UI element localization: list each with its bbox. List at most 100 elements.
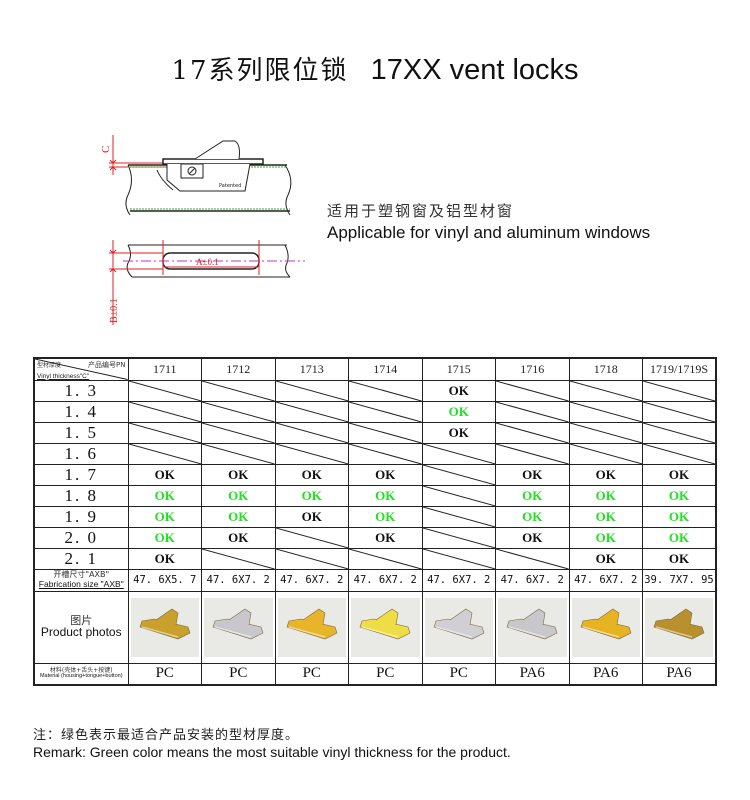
not-applicable-slash [128,444,201,463]
patented-mark: Patented [219,183,241,189]
not-applicable-slash [569,444,642,463]
photos-label-cn: 图片 [70,613,93,627]
not-applicable-slash [422,486,495,505]
fabrication-size-row: 开槽尺寸"AXB"Fabrication size "AXB"47. 6X5. … [33,568,717,592]
cell-1719/1719S: OK [642,484,717,507]
header-row: 型材厚度 产品编号PN Vinyl thickness"C" 1711 1712… [33,357,717,381]
thickness-row: 1. 6 [33,442,717,465]
cell-1719/1719S [642,379,717,402]
cell-1712 [201,547,276,570]
fabrication-size-value: 47. 6X7. 2 [568,568,643,592]
cell-1714 [348,547,423,570]
not-applicable-slash [496,444,569,463]
ok-recommended-badge: OK [522,508,543,524]
not-applicable-slash [275,444,348,463]
cell-1713 [274,400,349,423]
applicability-en: Applicable for vinyl and aluminum window… [327,223,651,242]
cell-1714 [348,442,423,465]
cell-1711: OK [127,547,202,570]
not-applicable-slash [202,444,275,463]
1714-photo [348,590,423,664]
col-header-1718: 1718 [568,357,643,381]
ok-badge: OK [668,466,690,482]
thickness-value: 2. 1 [33,547,129,570]
1712-photo [201,590,276,664]
not-applicable-slash [569,423,642,442]
remark-cn: 注：绿色表示最适合产品安装的型材厚度。 [33,728,300,743]
thickness-value: 1. 5 [33,421,129,444]
col-header-1711: 1711 [127,357,202,381]
cell-1712: OK [201,505,276,528]
cell-1718 [568,400,643,423]
ok-recommended-badge: OK [154,508,175,524]
cell-1718: OK [568,526,643,549]
cell-1719/1719S: OK [642,547,717,570]
cell-1712 [201,379,276,402]
ok-recommended-badge: OK [595,508,616,524]
cell-1712 [201,442,276,465]
vinyl-thickness-en: Vinyl thickness"C" [37,372,90,380]
cell-1716 [495,400,570,423]
cell-1719/1719S [642,400,717,423]
not-applicable-slash [496,549,569,568]
cell-1713: OK [274,484,349,507]
cell-1714 [348,421,423,444]
remark-en: Remark: Green color means the most suita… [33,744,511,760]
cell-1711 [127,442,202,465]
not-applicable-slash [202,402,275,421]
fabrication-size-value: 39. 7X7. 95 [642,568,717,592]
cell-1718: OK [568,484,643,507]
product-photo-image [498,597,567,657]
not-applicable-slash [275,528,348,547]
cell-1711 [127,379,202,402]
cell-1715: OK [421,400,496,423]
cell-1711 [127,421,202,444]
material-value: PA6 [642,662,717,686]
installation-drawing: C Patented A±0.1 B±0.1 [95,135,315,330]
cell-1719/1719S: OK [642,526,717,549]
fabrication-size-label: 开槽尺寸"AXB"Fabrication size "AXB" [33,568,129,592]
fabrication-size-value: 47. 6X7. 2 [274,568,349,592]
material-value: PA6 [568,662,643,686]
material-value: PA6 [495,662,570,686]
page-title: 17系列限位锁 17XX vent locks [0,50,750,87]
not-applicable-slash [496,402,569,421]
cell-1715 [421,442,496,465]
not-applicable-slash [643,444,715,463]
thickness-value: 1. 6 [33,442,129,465]
ok-recommended-badge: OK [301,487,322,503]
fabrication-size-value: 47. 6X7. 2 [495,568,570,592]
cell-1716: OK [495,526,570,549]
fabrication-size-value: 47. 6X5. 7 [127,568,202,592]
cell-1713 [274,442,349,465]
not-applicable-slash [202,423,275,442]
cell-1712 [201,421,276,444]
ok-badge: OK [301,508,322,524]
fabrication-size-value: 47. 6X7. 2 [421,568,496,592]
not-applicable-slash [275,381,348,400]
cell-1713 [274,379,349,402]
thickness-value: 1. 9 [33,505,129,528]
ok-badge: OK [522,529,543,545]
not-applicable-slash [496,381,569,400]
not-applicable-slash [128,423,201,442]
not-applicable-slash [643,423,715,442]
product-photo-image [204,597,273,657]
cell-1711: OK [127,526,202,549]
cell-1713 [274,421,349,444]
cell-1712: OK [201,484,276,507]
cell-1718 [568,379,643,402]
fabrication-size-value: 47. 6X7. 2 [201,568,276,592]
vinyl-thickness-cn: 型材厚度 [37,362,62,369]
dim-a-label: A±0.1 [196,257,219,267]
cell-1715 [421,547,496,570]
photos-label-en: Product photos [40,625,122,640]
